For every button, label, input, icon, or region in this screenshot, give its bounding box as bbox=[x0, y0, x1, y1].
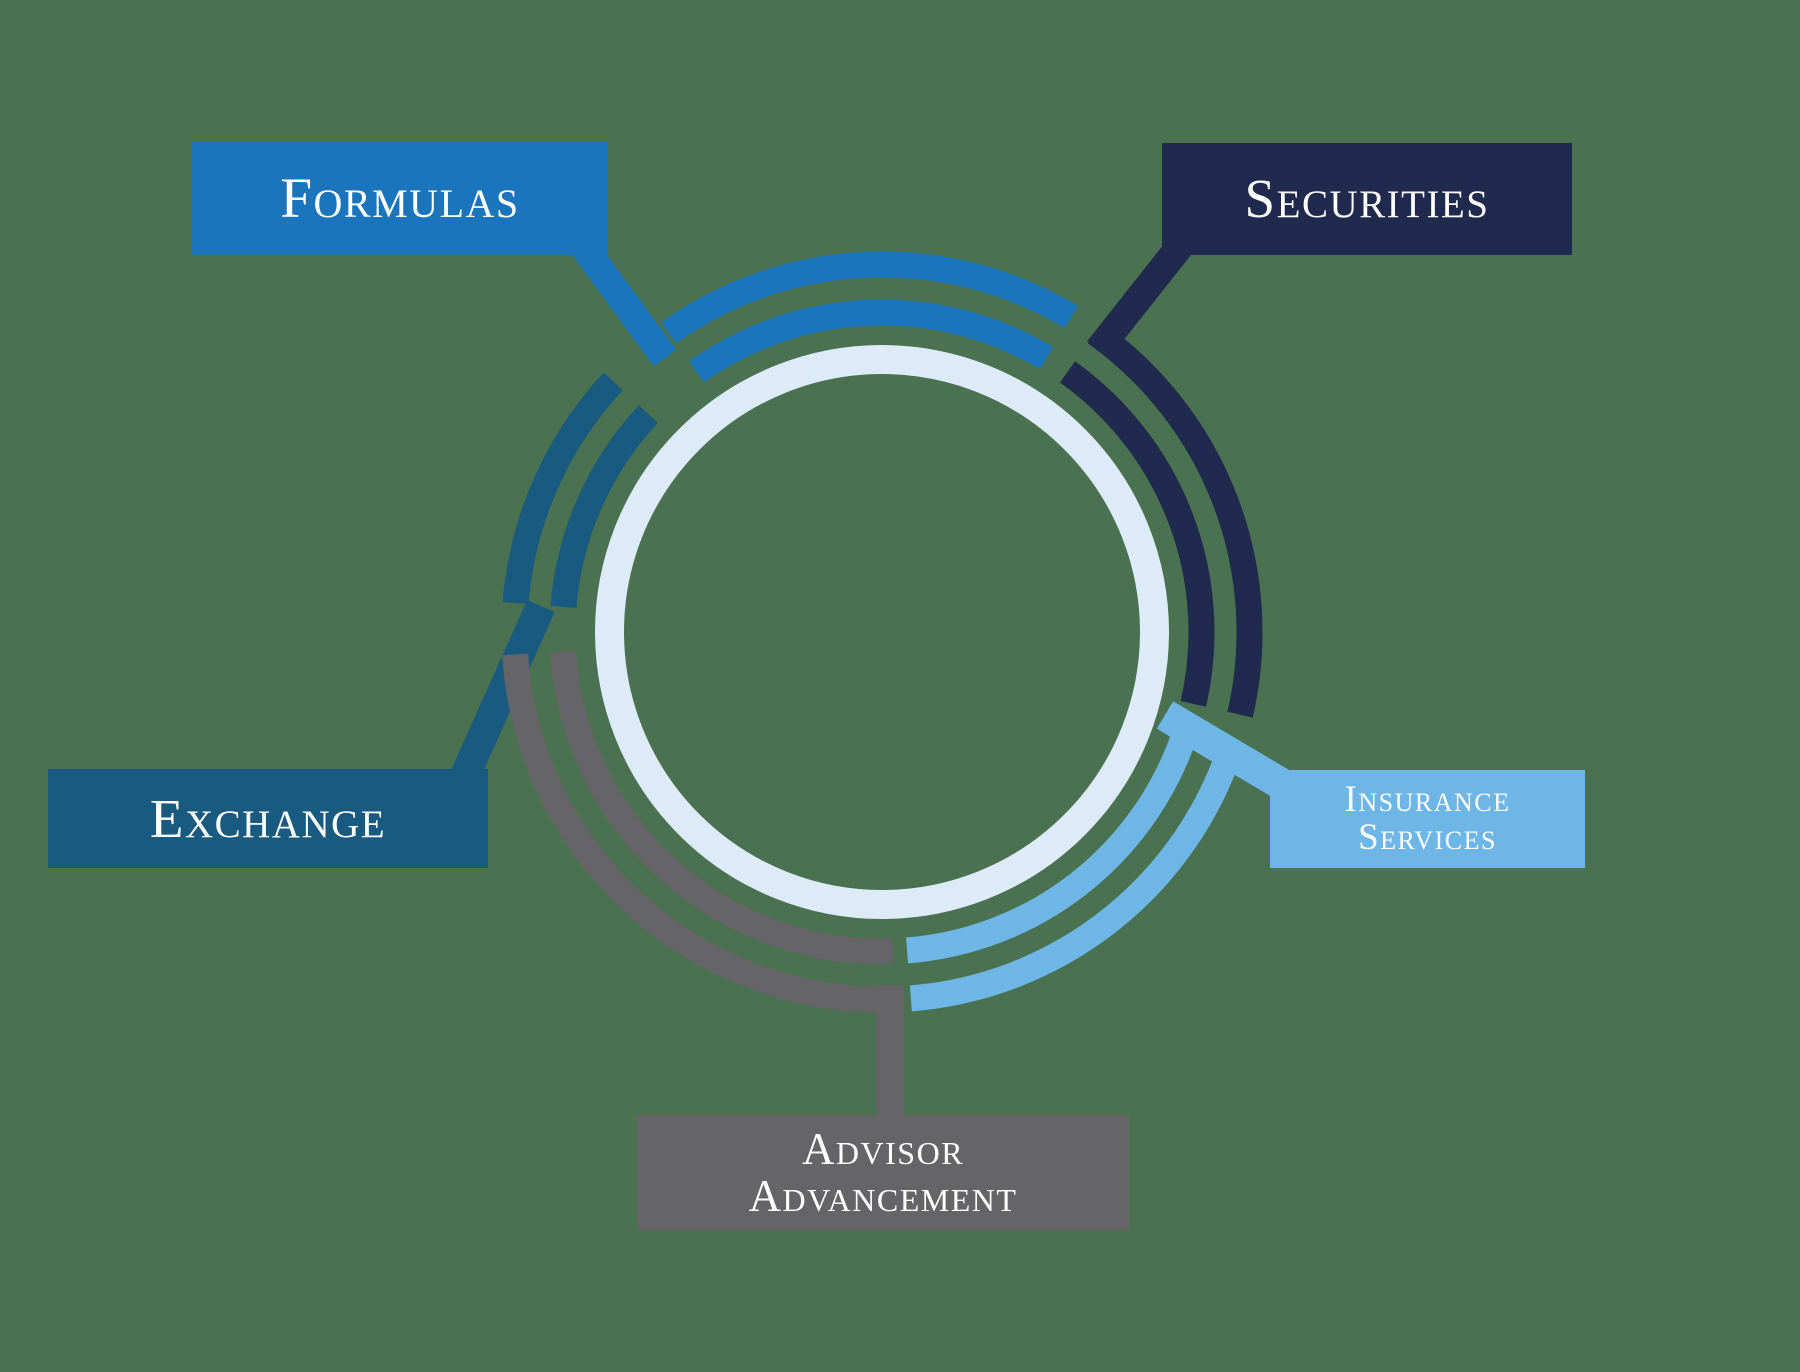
exchange-outer-arc bbox=[502, 372, 623, 605]
exchange-box: Exchange bbox=[48, 769, 488, 868]
exchange-connector bbox=[448, 599, 555, 789]
insurance-inner-arc bbox=[906, 724, 1200, 964]
advisor-advancement-box: Advisor Advancement bbox=[637, 1115, 1129, 1230]
insurance-services-box: Insurance Services bbox=[1270, 770, 1585, 868]
exchange-inner-arc bbox=[550, 405, 658, 609]
formulas-inner-arc bbox=[688, 299, 1054, 383]
formulas-outer-arc bbox=[661, 251, 1078, 344]
securities-inner-arc bbox=[1059, 361, 1215, 707]
advisor-inner-arc bbox=[550, 650, 894, 965]
insurance-label-line2: Services bbox=[1358, 817, 1497, 858]
advisor-outer-arc bbox=[502, 653, 896, 1013]
formulas-box: Formulas bbox=[192, 142, 608, 255]
exchange-label: Exchange bbox=[149, 787, 387, 849]
formulas-label: Formulas bbox=[280, 166, 520, 230]
advisor-label: Advisor bbox=[801, 1123, 965, 1174]
advisor-label-line2: Advancement bbox=[748, 1170, 1018, 1221]
inner-pale-ring bbox=[595, 345, 1169, 919]
formulas-connector bbox=[563, 226, 677, 367]
insurance-label: Insurance bbox=[1344, 778, 1511, 820]
securities-label: Securities bbox=[1244, 168, 1490, 230]
securities-outer-arc bbox=[1087, 322, 1263, 718]
insurance-outer-arc bbox=[909, 738, 1245, 1012]
securities-box: Securities bbox=[1162, 143, 1572, 255]
